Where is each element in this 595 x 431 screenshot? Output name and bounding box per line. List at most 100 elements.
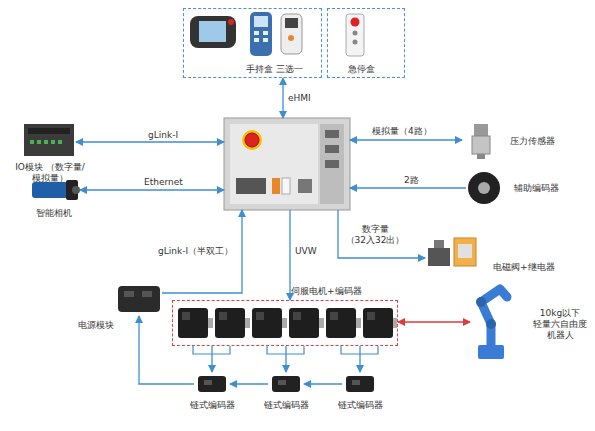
servo-motor <box>208 318 213 328</box>
robot-controller <box>245 133 259 147</box>
device-label: 链式编码器 <box>330 400 390 411</box>
solenoid-valve-relay <box>434 240 444 248</box>
device-label: 手持盒 三选一 <box>246 64 320 75</box>
device-node: 电磁阀+继电器 <box>425 234 480 272</box>
robot-arm <box>486 319 496 329</box>
device-label: 辅助编码器 <box>514 183 559 194</box>
io-module <box>24 124 74 156</box>
servo-motor <box>178 308 397 338</box>
teach-pendant-blue <box>250 12 272 56</box>
auxiliary-encoder <box>468 172 500 204</box>
device-node: IO模块 （数字量/模拟量） <box>24 120 76 160</box>
robot-controller <box>298 179 312 193</box>
teach-pendant-blue <box>250 12 272 56</box>
device-node: 智能相机 <box>28 176 80 204</box>
io-module <box>51 140 55 144</box>
teach-pendant-blue <box>263 31 268 35</box>
power-module <box>118 286 160 312</box>
teach-pendant-white <box>288 35 294 41</box>
servo-motor <box>393 318 397 328</box>
servo-motor <box>363 308 393 338</box>
servo-motor <box>330 312 338 320</box>
robot-controller <box>224 118 350 210</box>
device-node: 链式编码器 <box>194 372 230 396</box>
connector-arrow <box>162 210 242 293</box>
solenoid-valve-relay <box>458 244 472 258</box>
pressure-sensor <box>474 124 488 136</box>
pressure-sensor <box>477 154 485 159</box>
robot-controller <box>224 118 350 210</box>
robot-controller <box>325 145 339 153</box>
servo-group-box: 伺服电机+编码器 <box>172 300 398 346</box>
robot-arm <box>476 289 507 359</box>
device-node: 电源模块 <box>116 282 162 316</box>
robot-controller <box>272 178 280 194</box>
chain-encoder <box>346 376 374 392</box>
motor-pair-bracket <box>193 346 378 354</box>
connector-arrow <box>289 210 290 300</box>
robot-controller <box>282 178 290 194</box>
signal-label: 模拟量（4路） <box>372 126 432 137</box>
auxiliary-encoder <box>468 172 500 204</box>
teach-pendant-blue <box>254 38 259 42</box>
power-module <box>142 291 152 297</box>
servo-motor <box>245 318 250 328</box>
signal-label: gLink-I（半双工） <box>158 246 233 257</box>
robot-arm <box>481 289 507 345</box>
pressure-sensor <box>472 136 490 154</box>
signal-label: Ethernet <box>144 177 183 188</box>
robot-controller <box>325 160 339 168</box>
device-node: 辅助编码器 <box>466 170 502 206</box>
device-label: 急停盒 <box>348 64 375 75</box>
teach-pendant-tablet <box>228 19 234 25</box>
servo-motor <box>289 308 319 338</box>
teach-pendant-white <box>281 14 302 54</box>
device-label: 电源模块 <box>78 320 114 331</box>
motor-pair-bracket <box>341 346 378 354</box>
auxiliary-encoder <box>478 182 490 194</box>
connector-arrow <box>139 316 194 384</box>
io-module <box>24 124 74 156</box>
io-module <box>28 128 70 134</box>
servo-motor <box>219 312 227 320</box>
chain-encoder <box>272 376 300 392</box>
device-label: 10kg以下 轻量六自由度 机器人 <box>528 308 592 341</box>
device-group-box: 手持盒 三选一 <box>183 8 322 78</box>
power-module <box>124 291 134 297</box>
emergency-stop-box <box>353 40 358 45</box>
smart-camera <box>72 186 80 194</box>
connector-arrow <box>211 346 212 372</box>
signal-label: eHMI <box>288 93 311 104</box>
io-module <box>58 140 62 144</box>
robot-controller <box>325 130 339 138</box>
emergency-stop-box <box>353 31 358 36</box>
chain-encoder <box>352 380 360 385</box>
servo-motor <box>367 312 375 320</box>
robot-controller <box>242 130 262 150</box>
controller-node <box>224 118 350 210</box>
solenoid-valve-relay <box>428 238 476 266</box>
signal-label: 数字量（32入32出） <box>343 224 407 246</box>
robot-controller <box>236 178 266 194</box>
robot-arm <box>476 297 486 307</box>
connector-arrow <box>304 383 342 384</box>
device-label: 压力传感器 <box>510 136 555 147</box>
emergency-stop-box <box>346 14 364 56</box>
connector-arrow <box>282 78 283 118</box>
emergency-stop-box <box>351 18 360 27</box>
signal-label: 2路 <box>404 175 419 186</box>
connector-arrow <box>80 189 224 190</box>
power-module <box>118 286 160 312</box>
teach-pendant-tablet <box>199 21 226 42</box>
teach-pendant-white <box>281 14 302 54</box>
device-node: 压力传感器 <box>462 122 502 160</box>
robot-controller <box>230 124 318 204</box>
servo-motor <box>182 312 190 320</box>
connector-arrow <box>285 346 286 372</box>
device-node: 链式编码器 <box>268 372 304 396</box>
servo-motor <box>252 308 282 338</box>
teach-pendant-blue <box>254 31 259 35</box>
device-label: 链式编码器 <box>256 400 316 411</box>
